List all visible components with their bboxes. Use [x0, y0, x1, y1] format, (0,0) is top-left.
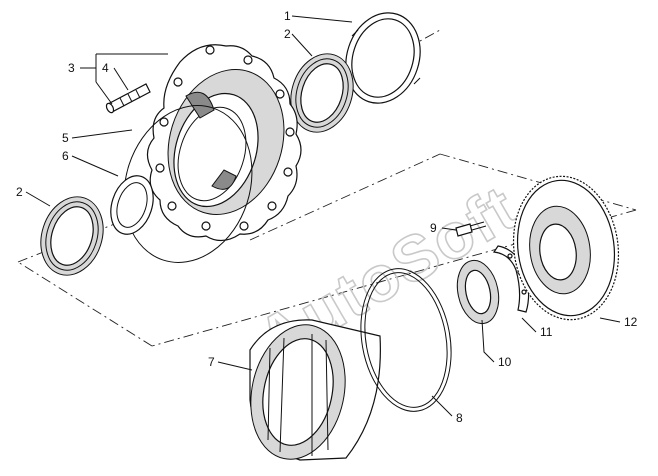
callout-3: 3 [68, 61, 75, 75]
callout-2-left: 2 [16, 185, 23, 199]
callout-12: 12 [624, 315, 638, 329]
part-9-screw [455, 221, 487, 237]
part-2-bearing-left [40, 196, 104, 276]
callout-5: 5 [62, 131, 69, 145]
callout-2-top: 2 [284, 27, 291, 41]
callout-9: 9 [430, 221, 437, 235]
part-1-seal [345, 12, 421, 104]
callout-8: 8 [456, 411, 463, 425]
part-7-ring-gear [249, 319, 381, 461]
callout-11: 11 [540, 325, 553, 339]
part-6-sleeve [110, 175, 154, 235]
part-10-nut [456, 259, 500, 325]
callout-labels: 1 2 2 3 4 5 6 7 8 9 10 11 12 [16, 9, 638, 425]
callout-1: 1 [284, 9, 291, 23]
callout-6: 6 [62, 149, 69, 163]
callout-7: 7 [208, 355, 215, 369]
part-2-bearing-top [290, 53, 354, 133]
callout-10: 10 [498, 355, 512, 369]
callout-4: 4 [102, 61, 109, 75]
part-12-gear [512, 175, 620, 321]
part-8-snap-ring [360, 268, 452, 412]
leader-lines [25, 15, 621, 417]
part-hub-housing [146, 44, 302, 242]
part-5-o-ring [123, 105, 253, 263]
part-4-stud [105, 83, 151, 114]
